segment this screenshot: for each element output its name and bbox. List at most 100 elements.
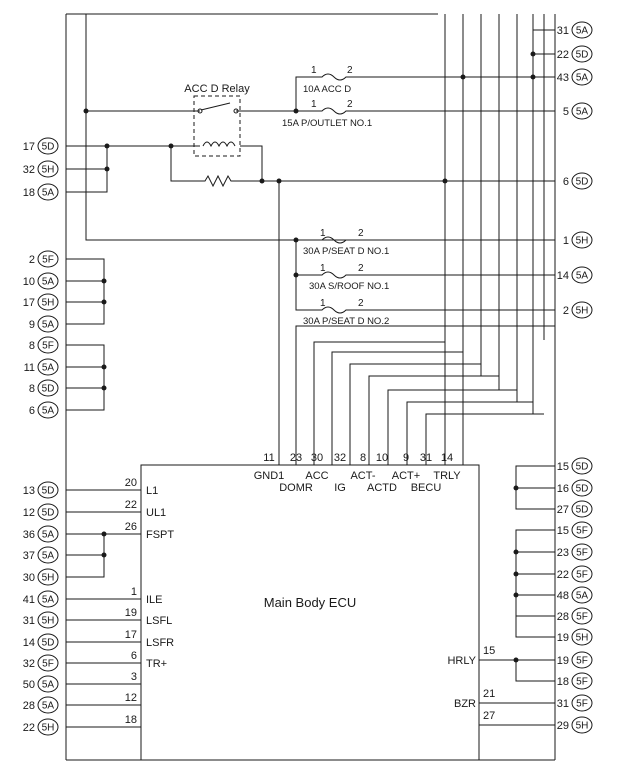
ecu-pin-label: ACT- [350, 470, 375, 482]
connector-oval [571, 716, 593, 734]
ecu-pin-label: ACT+ [392, 470, 420, 482]
connector-pin-number: 17 [23, 297, 35, 309]
connector-oval [37, 358, 59, 376]
connector-code: 5F [42, 659, 54, 670]
ecu-pin-number: 18 [125, 714, 137, 726]
connector-oval [571, 521, 593, 539]
connector-code: 5F [576, 699, 588, 710]
connector-pin-number: 19 [557, 632, 569, 644]
connector-pin-number: 6 [563, 176, 569, 188]
fuse-s-roof: 1 2 30A S/ROOF NO.1 [309, 263, 389, 292]
connector-oval [37, 137, 59, 155]
ecu-pin-label: TRLY [433, 470, 461, 482]
connector-code: 5H [42, 573, 55, 584]
connector-oval [37, 546, 59, 564]
right-connector-group-bottom: 5D155D165D275F155F235F225A485F285H195F19… [557, 457, 593, 734]
connector-terminal: 5H 22 [23, 718, 59, 736]
connector-code: 5A [42, 406, 55, 417]
fuse-p-seat-d-1: 1 2 30A P/SEAT D NO.1 [296, 228, 389, 257]
connector-code: 5F [576, 526, 588, 537]
connector-pin-number: 48 [557, 590, 569, 602]
connector-oval [571, 500, 593, 518]
ecu-pin-number: 6 [131, 650, 137, 662]
wires [66, 14, 555, 761]
connector-pin-number: 22 [557, 569, 569, 581]
ecu-pin-number: 9 [403, 452, 409, 464]
connector-code: 5H [576, 236, 589, 247]
ecu-pin-number: 8 [360, 452, 366, 464]
connector-pin-number: 29 [557, 720, 569, 732]
connector-oval [37, 696, 59, 714]
fuse-p-outlet: 1 2 15A P/OUTLET NO.1 [282, 99, 372, 129]
connector-oval [571, 565, 593, 583]
connector-pin-number: 18 [23, 187, 35, 199]
ecu-pin-number: 32 [334, 452, 346, 464]
ecu-pin-label: FSPT [146, 529, 174, 541]
connector-pin-number: 31 [23, 615, 35, 627]
connector-pin-number: 15 [557, 525, 569, 537]
ecu-pin-label: ACC [305, 470, 328, 482]
connector-oval [37, 568, 59, 586]
fuse-acc-d: 1 2 10A ACC D [303, 65, 362, 95]
connector-pin-number: 5 [563, 106, 569, 118]
ecu-pin-number: 23 [290, 452, 302, 464]
connector-oval [571, 172, 593, 190]
ecu-pin-number: 1 [131, 586, 137, 598]
connector-code: 5F [576, 570, 588, 581]
connector-oval [37, 315, 59, 333]
fuse-pin-label: 1 [311, 99, 317, 110]
connector-pin-number: 30 [23, 572, 35, 584]
ecu-pin-label: L1 [146, 485, 158, 497]
connector-pin-number: 19 [557, 655, 569, 667]
connector-oval [37, 379, 59, 397]
ecu-pin-number: 30 [311, 452, 323, 464]
connector-oval [37, 525, 59, 543]
fuse-name-label: 30A S/ROOF NO.1 [309, 281, 389, 292]
connector-code: 5A [42, 277, 55, 288]
ecu-top-pins: 11GND123DOMR30ACC32IG8ACT-10ACTD9ACT+31B… [254, 452, 462, 494]
connector-code: 5A [42, 551, 55, 562]
connector-code: 5H [42, 298, 55, 309]
fuse-name-label: 10A ACC D [303, 84, 351, 95]
ecu-pin-number: 14 [441, 452, 453, 464]
ecu-pin-label: DOMR [279, 482, 313, 494]
connector-terminal: 5F 2 [29, 250, 59, 268]
connector-code: 5H [42, 723, 55, 734]
connector-pin-number: 23 [557, 547, 569, 559]
ecu-pin-label: BZR [454, 698, 476, 710]
connector-pin-number: 6 [29, 405, 35, 417]
connector-oval [571, 694, 593, 712]
connector-code: 5D [576, 177, 589, 188]
connector-oval [37, 718, 59, 736]
connector-code: 5A [42, 320, 55, 331]
connector-code: 5D [42, 638, 55, 649]
connector-oval [37, 183, 59, 201]
connector-code: 5F [42, 255, 54, 266]
connector-pin-number: 2 [29, 254, 35, 266]
connector-pin-number: 15 [557, 461, 569, 473]
connector-oval [571, 457, 593, 475]
connector-code: 5D [42, 142, 55, 153]
connector-terminal: 5H2 [563, 301, 593, 319]
ecu-pin-number: 22 [125, 499, 137, 511]
ecu-pin-number: 19 [125, 607, 137, 619]
connector-oval [37, 160, 59, 178]
connector-pin-number: 22 [23, 722, 35, 734]
fuse-pin-label: 2 [358, 263, 364, 274]
connector-oval [571, 586, 593, 604]
connector-oval [571, 68, 593, 86]
ecu-pin-number: 26 [125, 521, 137, 533]
connector-terminal: 5A 6 [29, 401, 59, 419]
